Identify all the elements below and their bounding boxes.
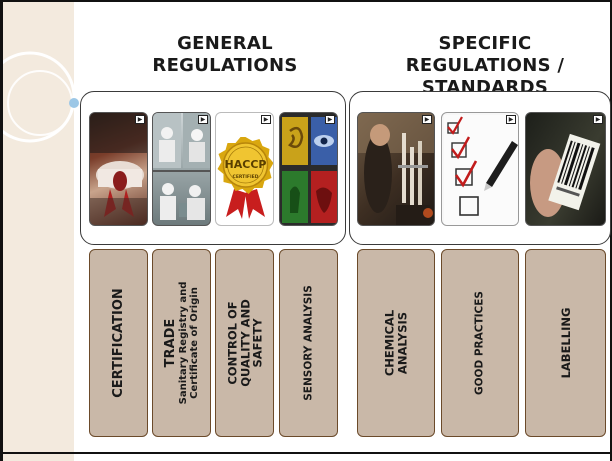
heading-line: SPECIFIC <box>438 33 532 54</box>
play-icon[interactable]: ▶ <box>198 115 208 124</box>
haccp-certified-seal: HACCP CERTIFIED ▶ <box>215 112 274 226</box>
column-label: CHEMICAL ANALYSIS <box>382 309 410 377</box>
play-icon[interactable]: ▶ <box>506 115 516 124</box>
scroll-icon <box>90 113 147 225</box>
factory-workers-photo: ▶ <box>152 112 211 226</box>
lab-analysis-photo: ▶ <box>357 112 435 226</box>
column-label-line: CONTROL OF <box>224 301 239 385</box>
play-icon[interactable]: ▶ <box>422 115 432 124</box>
senses-icon <box>282 117 337 223</box>
column-label: CERTIFICATION <box>110 288 126 398</box>
column-label-line: SENSORY ANALYSIS <box>301 285 314 401</box>
decorative-circles <box>0 51 79 143</box>
column-label: TRADE Sanitary Registry and Certificate … <box>162 281 200 405</box>
column-control: CONTROL OF QUALITY AND SAFETY <box>215 249 274 437</box>
barcode-label-photo: ▶ <box>525 112 606 226</box>
column-chemical: CHEMICAL ANALYSIS <box>357 249 435 437</box>
side-band <box>0 0 74 461</box>
column-label: SENSORY ANALYSIS <box>301 285 315 401</box>
column-label: LABELLING <box>558 307 573 379</box>
column-trade: TRADE Sanitary Registry and Certificate … <box>152 249 211 437</box>
column-certification: CERTIFICATION <box>89 249 148 437</box>
heading-line: STANDARDS <box>421 77 549 95</box>
play-icon[interactable]: ▶ <box>261 115 271 124</box>
seal-sub-text: CERTIFIED <box>233 174 259 180</box>
column-sensory: SENSORY ANALYSIS <box>279 249 338 437</box>
column-labelling: LABELLING <box>525 249 606 437</box>
frame-right <box>610 0 612 461</box>
frame-bottom <box>0 452 612 454</box>
column-label-line: CERTIFICATION <box>110 288 126 398</box>
column-label: CONTROL OF QUALITY AND SAFETY <box>224 299 264 387</box>
frame-left <box>0 0 3 461</box>
column-good-practices: GOOD PRACTICES <box>441 249 519 437</box>
column-label-line: TRADE <box>162 318 178 368</box>
heading-line: REGULATIONS / <box>405 55 565 76</box>
frame-top <box>0 0 612 2</box>
checklist-icon <box>444 115 518 225</box>
seal-main-text: HACCP <box>225 158 267 171</box>
general-regulations-heading: GENERAL REGULATIONS <box>120 33 330 77</box>
accent-dot-icon <box>69 98 79 108</box>
column-label-line: QUALITY AND <box>237 299 252 387</box>
certificate-scroll-photo: ▶ <box>89 112 148 226</box>
play-icon[interactable]: ▶ <box>325 115 335 124</box>
workers-icon <box>153 113 210 220</box>
heading-line: GENERAL <box>177 33 273 54</box>
checklist-photo: ▶ <box>441 112 519 226</box>
column-label-line: CHEMICAL <box>382 309 397 377</box>
column-label-line: Sanitary Registry and <box>177 281 189 405</box>
heading-line: REGULATIONS <box>152 55 298 76</box>
column-label-line: ANALYSIS <box>395 311 409 375</box>
column-label: GOOD PRACTICES <box>473 291 486 395</box>
column-label-line: SAFETY <box>249 318 264 368</box>
column-label-line: LABELLING <box>558 307 573 379</box>
lab-icon <box>358 113 434 225</box>
column-label-line: GOOD PRACTICES <box>473 291 486 395</box>
column-label-line: Certificate of Origin <box>188 287 200 399</box>
sensory-icons-photo: ▶ <box>279 112 338 226</box>
specific-regulations-heading: SPECIFIC REGULATIONS / STANDARDS <box>380 33 590 95</box>
play-icon[interactable]: ▶ <box>135 115 145 124</box>
seal-icon: HACCP CERTIFIED <box>217 137 273 219</box>
barcode-icon <box>530 133 601 217</box>
play-icon[interactable]: ▶ <box>593 115 603 124</box>
